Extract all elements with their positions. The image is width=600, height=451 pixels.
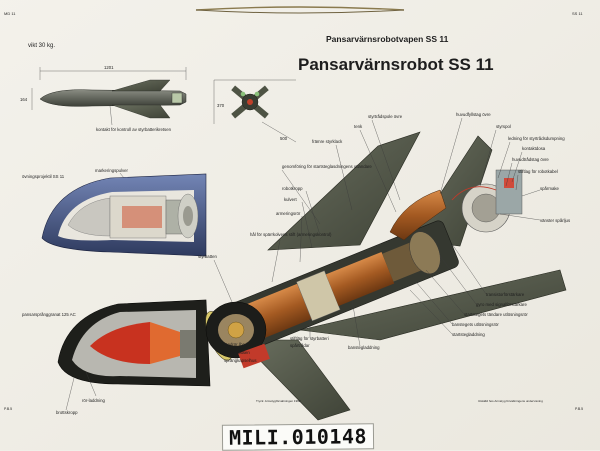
label-sparmake: spårmake [540, 186, 559, 191]
printer-credit-right: Utställd hos Armétyg förvaltningens unde… [478, 399, 543, 403]
callout-labels-right: styrtrådspole övre tenk huvudfyllstag öv… [354, 112, 570, 223]
label-ovningsprojektil: övningsprojektil SS 11 [22, 174, 65, 179]
main-cutaway-missile [205, 131, 567, 421]
practice-projectile-cutaway: övningsprojektil SS 11 markeringspulver [22, 168, 207, 257]
weight-label: vikt 30 kg. [28, 43, 55, 49]
hanging-cord [195, 6, 405, 14]
label-bansteg-utlosning: banstegets utlösningsrör [452, 322, 499, 327]
diameter-dimension: 164 [20, 97, 28, 102]
label-kroppskropp: brottskropp [56, 410, 78, 415]
label-bansteg: banstegladdning [348, 345, 380, 350]
label-pansarspranggranat: pansarsprånggranat 125 AC [22, 312, 76, 317]
poster-title: Pansarvärnsrobot SS 11 [298, 55, 494, 74]
warhead-cutaway: pansarsprånggranat 125 AC rör-laddning b… [22, 299, 211, 415]
label-robotkropp: robotkropp [282, 186, 303, 191]
label-kulvert: kulvert [284, 197, 297, 202]
label-gyro: gyro med signalförstärkare [476, 302, 527, 307]
label-genomforing: genomföring för startsteglasdningens utl… [282, 164, 372, 169]
label-markeringspulver: markeringspulver [95, 168, 129, 173]
corner-mark-top-left: MD 11 [4, 11, 16, 16]
label-tandror: tändrör (bar) [224, 342, 248, 347]
label-huvudtrad-ovre: huvudtrådstag övre [512, 157, 549, 162]
label-startsteg-utlosning: startstegets tändare utlösningsrör [464, 312, 528, 317]
callout-labels-bottom: stiftläg för styrbatteri spårtrådar bans… [290, 243, 528, 350]
label-stiftlag: stiftläg för styrbatteri [290, 336, 329, 341]
poster-subtitle: Pansarvärnsrobotvapen SS 11 [326, 34, 449, 44]
diagonal-dimension: 500 [280, 136, 288, 141]
label-stiftlag-robotkabel: stiftlag för robotkabel [518, 169, 558, 174]
side-view-missile: vikt 30 kg. 1201 164 kontakt för kontrol… [20, 43, 187, 132]
label-ledning-dumpning: ledning för styrtrådsdumpning [508, 136, 565, 141]
contact-note-line1: kontakt för kontroll av styrbatterikrets… [96, 127, 172, 132]
length-dimension: 1201 [104, 65, 114, 70]
callout-labels-left: främre styrklack genomföring för startst… [198, 139, 372, 363]
front-view-missile: 370 500 [213, 79, 297, 143]
catalog-number-tag: MILI.010148 [221, 423, 375, 451]
corner-mark-bottom-left: P.B.5 [4, 407, 12, 411]
corner-mark-top-right: SS 11 [572, 11, 583, 16]
corner-mark-bottom-right: P.B.5 [575, 407, 583, 411]
label-tenk: tenk [354, 124, 363, 129]
printer-credit-left: Tryck: Armétygförvaltningen 1962 [256, 399, 301, 403]
label-styrspol: styrspol [496, 124, 511, 129]
label-armeringsror: armeringsrör [276, 211, 301, 216]
label-huvudfyllstag: huvudfyllstag övre [456, 112, 491, 117]
label-framre-styrklack: främre styrklack [312, 139, 343, 144]
label-sprangkapselhus: sprängkapselhus [224, 358, 257, 363]
label-spartrader: spårtrådar [290, 343, 310, 348]
label-ror-laddning: rör-laddning [82, 398, 106, 403]
label-sprangsatsen: sprängsatsen [224, 350, 250, 355]
label-styrtradspole: styrtrådspole övre [368, 114, 403, 119]
label-styrbatten: styrbatten [198, 254, 217, 259]
label-transistor: transistorförstärkare [486, 292, 525, 297]
wingspan-dimension: 370 [217, 103, 225, 108]
label-startsteg: startstegladdning [452, 332, 485, 337]
label-kontaktdosa: kontaktdosa [522, 146, 546, 151]
label-vanster-sparljus: vänster spårljus [540, 218, 570, 223]
label-hal-spark: hål för spärrkolvens stift (armeringskon… [250, 232, 332, 237]
